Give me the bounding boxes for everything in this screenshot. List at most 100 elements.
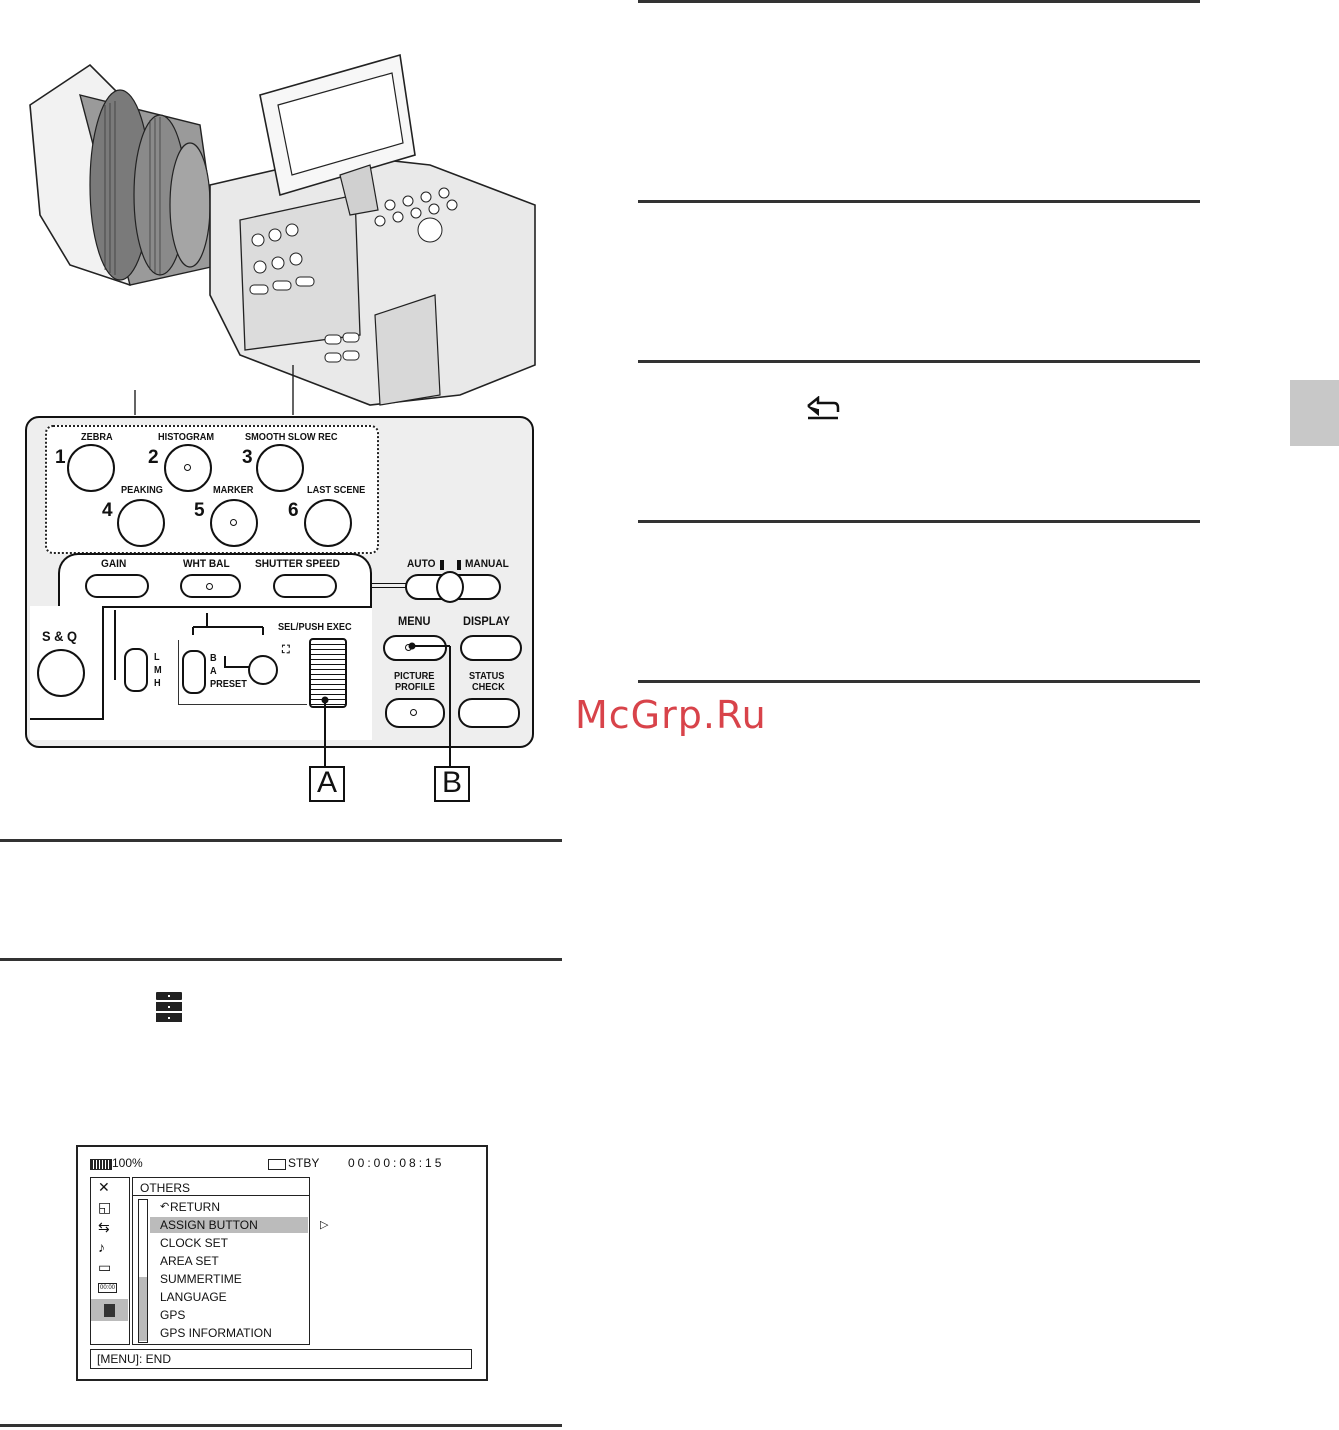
display-set-icon[interactable]: ▭ <box>98 1259 112 1275</box>
camera-illustration <box>29 53 536 415</box>
menu-title-divider <box>132 1195 309 1196</box>
tactile-dot-icon <box>230 519 237 526</box>
status-check-button[interactable] <box>458 698 520 728</box>
wb-a-label: A <box>210 666 217 677</box>
return-arrow-icon: ↶ <box>160 1201 170 1213</box>
sel-push-exec-label: SEL/PUSH EXEC <box>278 622 352 633</box>
wb-bracket <box>192 613 264 635</box>
sel-push-exec-dial[interactable] <box>309 638 347 708</box>
assign-num-6: 6 <box>288 500 299 521</box>
auto-label: AUTO <box>407 558 436 570</box>
auto-indicator <box>440 560 444 570</box>
manual-indicator <box>457 560 461 570</box>
timecode: 00:00:08:15 <box>348 1156 445 1170</box>
callout-b: B <box>434 766 470 802</box>
in-out-icon[interactable]: ⇆ <box>98 1219 110 1235</box>
wb-area <box>178 640 307 705</box>
assign-label-histogram: HISTOGRAM <box>158 432 215 443</box>
section-divider <box>638 520 1200 523</box>
tc-icon[interactable]: 00:00 <box>98 1283 118 1293</box>
menu-item-gps[interactable]: GPS <box>150 1307 308 1323</box>
gain-lmh-switch[interactable] <box>124 648 148 692</box>
gain-m-label: M <box>154 665 162 676</box>
shutter-speed-button[interactable] <box>273 574 337 598</box>
picture-profile-label-1: PICTURE <box>394 671 435 682</box>
display-button[interactable] <box>460 635 522 661</box>
tactile-dot-icon <box>206 583 213 590</box>
peaking-button[interactable] <box>117 499 165 547</box>
tools-icon[interactable]: ✕ <box>98 1179 110 1195</box>
menu-button[interactable] <box>383 635 447 661</box>
menu-scrollbar-thumb[interactable] <box>139 1277 147 1341</box>
callout-lines <box>321 642 451 766</box>
menu-item-label: LANGUAGE <box>160 1290 227 1304</box>
sq-button[interactable] <box>37 649 85 697</box>
menu-label: MENU <box>398 614 431 628</box>
gain-h-label: H <box>154 678 161 689</box>
status-text: STBY <box>288 1156 320 1170</box>
assign-label-zebra: ZEBRA <box>81 432 113 443</box>
menu-item-clock-set[interactable]: CLOCK SET <box>150 1235 308 1251</box>
chapter-tab <box>1290 380 1339 446</box>
assign-label-smooth-slow-rec: SMOOTH SLOW REC <box>245 432 338 443</box>
menu-item-area-set[interactable]: AREA SET <box>150 1253 308 1269</box>
assign-label-marker: MARKER <box>213 485 254 496</box>
battery-icon <box>90 1159 112 1170</box>
wht-bal-label: WHT BAL <box>183 558 230 570</box>
menu-item-return[interactable]: ↶ RETURN <box>150 1199 308 1215</box>
battery-level: 100% <box>112 1156 143 1170</box>
picture-profile-label-2: PROFILE <box>395 682 435 693</box>
assign-num-1: 1 <box>55 447 66 468</box>
camera-set-icon[interactable]: ◱ <box>98 1199 112 1215</box>
gain-l-label: L <box>154 652 160 663</box>
others-icon <box>104 1304 115 1317</box>
tactile-dot-icon <box>410 709 417 716</box>
gain-label: GAIN <box>101 558 127 570</box>
callout-a: A <box>309 766 345 802</box>
wb-b-label: B <box>210 653 217 664</box>
return-arrow-icon <box>807 396 840 420</box>
tactile-dot-icon <box>184 464 191 471</box>
wb-set-button[interactable] <box>248 655 278 685</box>
submenu-arrow-icon: ▷ <box>320 1219 329 1231</box>
lcd-menu-screen: 100% STBY 00:00:08:15 ✕ ◱ ⇆ ♪ ▭ 00:00 OT… <box>76 1145 488 1381</box>
section-divider <box>638 200 1200 203</box>
menu-category-column <box>90 1177 130 1345</box>
site-watermark: McGrp.Ru <box>575 693 767 737</box>
shutter-speed-label: SHUTTER SPEED <box>255 558 340 570</box>
wb-preset-label: PRESET <box>210 679 247 690</box>
manual-label: MANUAL <box>465 558 509 570</box>
audio-icon[interactable]: ♪ <box>98 1239 105 1255</box>
smooth-slow-rec-button[interactable] <box>256 444 304 492</box>
menu-item-assign-button[interactable]: ASSIGN BUTTON <box>150 1217 308 1233</box>
menu-item-label: GPS INFORMATION <box>160 1326 272 1340</box>
section-divider <box>638 360 1200 363</box>
section-divider <box>0 839 562 842</box>
assign-label-last-scene: LAST SCENE <box>307 485 366 496</box>
menu-list-panel <box>132 1177 310 1345</box>
assign-num-2: 2 <box>148 447 159 468</box>
assign-label-peaking: PEAKING <box>121 485 163 496</box>
zebra-button[interactable] <box>67 444 115 492</box>
menu-item-label: GPS <box>160 1308 186 1322</box>
section-divider <box>0 1424 562 1427</box>
menu-item-label: AREA SET <box>160 1254 219 1268</box>
menu-scrollbar[interactable] <box>138 1199 148 1343</box>
others-menu-icon <box>154 992 184 1022</box>
menu-item-gps-information[interactable]: GPS INFORMATION <box>150 1325 308 1341</box>
menu-item-language[interactable]: LANGUAGE <box>150 1289 308 1305</box>
wb-link-line <box>224 666 249 668</box>
last-scene-button[interactable] <box>304 499 352 547</box>
gain-button[interactable] <box>85 574 149 598</box>
assign-num-5: 5 <box>194 500 205 521</box>
auto-manual-knob[interactable] <box>436 571 464 603</box>
section-divider <box>0 958 562 961</box>
wb-preset-switch[interactable] <box>182 650 206 694</box>
section-divider <box>638 0 1200 3</box>
display-label: DISPLAY <box>463 614 510 628</box>
assign-num-3: 3 <box>242 447 253 468</box>
menu-item-summertime[interactable]: SUMMERTIME <box>150 1271 308 1287</box>
wb-set-icon: ⛶ <box>282 644 290 656</box>
sq-label: S & Q <box>42 628 78 644</box>
marker-button[interactable] <box>210 499 258 547</box>
